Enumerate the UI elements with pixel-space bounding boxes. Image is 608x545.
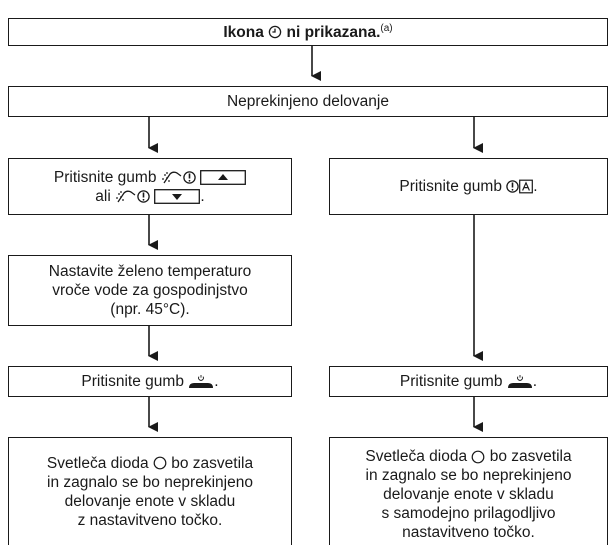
title-prefix: Ikona bbox=[223, 23, 264, 41]
left-result-line-2: in zagnalo se bo neprekinjeno bbox=[47, 473, 253, 491]
right-result-line-2: in zagnalo se bo neprekinjeno bbox=[365, 467, 572, 484]
right-press-auto-suffix: . bbox=[533, 178, 538, 195]
title-suffix: ni prikazana. bbox=[286, 23, 381, 41]
hot-water-icon bbox=[506, 180, 519, 194]
right-result-box: Svetleča dioda bo zasvetila in zagnalo s… bbox=[329, 437, 608, 545]
right-result-line-5: nastavitveno točko. bbox=[402, 524, 535, 541]
led-circle-icon bbox=[153, 457, 167, 470]
title-footnote: (a) bbox=[380, 22, 393, 34]
left-press-power-box: Pritisnite gumb . bbox=[8, 366, 292, 397]
left-result-line-4: z nastavitveno točko. bbox=[77, 511, 223, 529]
shower-icon bbox=[116, 190, 136, 203]
right-press-auto-prefix: Pritisnite gumb bbox=[399, 178, 502, 195]
left-result-line-3: delovanje enote v skladu bbox=[64, 492, 236, 510]
power-button-icon bbox=[189, 374, 214, 388]
right-result-line-1a: Svetleča dioda bbox=[365, 448, 468, 465]
left-press-shower-buttons-box: Pritisnite gumb ali bbox=[8, 158, 292, 215]
set-temp-line-3: (npr. 45°C). bbox=[110, 301, 190, 318]
hot-water-icon bbox=[137, 190, 150, 203]
shower-icon bbox=[161, 171, 182, 184]
right-press-power-label: Pritisnite gumb bbox=[399, 373, 503, 390]
right-result-line-1b: bo zasvetila bbox=[489, 448, 572, 465]
left-set-temperature-box: Nastavite želeno temperaturo vroče vode … bbox=[8, 255, 292, 326]
right-result-line-3: delovanje enote v skladu bbox=[383, 486, 554, 503]
hot-water-icon bbox=[183, 171, 196, 184]
left-result-box: Svetleča dioda bo zasvetila in zagnalo s… bbox=[8, 437, 292, 545]
continuous-operation-label: Neprekinjeno delovanje bbox=[226, 93, 389, 110]
left-press-down-prefix: ali bbox=[95, 187, 111, 205]
right-result-line-4: s samodejno prilagodljivo bbox=[381, 505, 556, 522]
right-press-power-box: Pritisnite gumb . bbox=[329, 366, 608, 397]
right-press-auto-button-box: Pritisnite gumb . bbox=[329, 158, 608, 215]
left-press-down-suffix: . bbox=[200, 187, 205, 205]
title-box: Ikona ni prikazana.(a) bbox=[8, 18, 608, 46]
right-press-power-suffix: . bbox=[532, 373, 538, 390]
left-press-up-prefix: Pritisnite gumb bbox=[53, 168, 157, 186]
down-arrow-button-icon bbox=[154, 188, 201, 204]
left-result-line-1b: bo zasvetila bbox=[171, 454, 254, 472]
left-press-power-label: Pritisnite gumb bbox=[81, 373, 184, 390]
set-temp-line-2: vroče vode za gospodinjstvo bbox=[52, 282, 248, 299]
continuous-operation-box: Neprekinjeno delovanje bbox=[8, 86, 608, 117]
left-result-line-1a: Svetleča dioda bbox=[46, 454, 149, 472]
led-circle-icon bbox=[472, 450, 485, 464]
up-arrow-button-icon bbox=[200, 169, 247, 185]
auto-icon bbox=[519, 180, 534, 194]
set-temp-line-1: Nastavite želeno temperaturo bbox=[48, 263, 252, 280]
clock-icon bbox=[268, 26, 282, 39]
power-button-icon bbox=[507, 374, 532, 388]
left-press-power-suffix: . bbox=[214, 373, 219, 390]
